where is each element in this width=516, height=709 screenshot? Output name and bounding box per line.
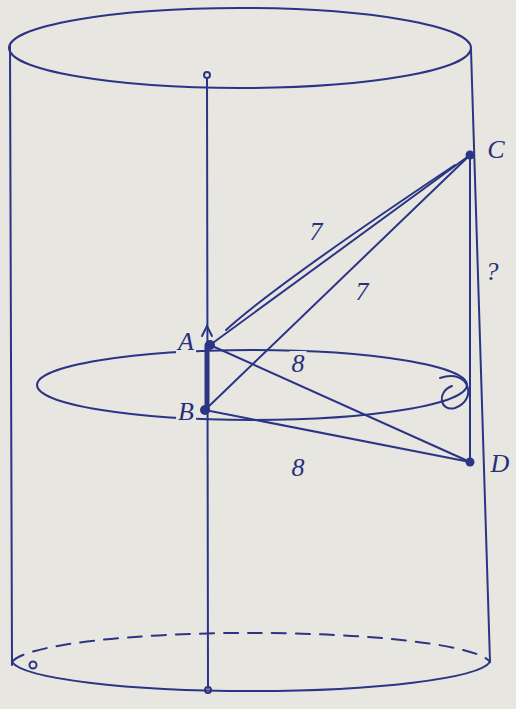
- segment-cb: [205, 155, 470, 410]
- point-d: [466, 458, 475, 467]
- point-b: [200, 405, 210, 415]
- point-label: A: [176, 329, 196, 355]
- axis-segment-ab: [205, 345, 210, 410]
- left-side: [10, 45, 12, 665]
- axis-line: [207, 78, 208, 688]
- segment-cd: [469, 155, 471, 462]
- segment-bd: [205, 410, 470, 462]
- segment-ad: [210, 345, 470, 462]
- scribble-loop: [440, 376, 468, 408]
- length-label: 8: [290, 455, 307, 481]
- unknown-label: ?: [484, 259, 501, 285]
- top-ellipse: [9, 8, 471, 88]
- brace-seven: [226, 165, 455, 330]
- axis-top-point: [204, 72, 210, 78]
- point-label: D: [489, 451, 512, 477]
- point-label: B: [176, 399, 196, 425]
- point-a: [205, 340, 215, 350]
- point-c: [466, 151, 475, 160]
- axis-bottom-point: [205, 687, 211, 693]
- length-label: 8: [290, 351, 307, 377]
- segment-ca: [210, 155, 470, 345]
- length-label: 7: [354, 279, 371, 305]
- axis-arrow: [202, 326, 212, 336]
- point-label: C: [485, 137, 506, 163]
- rim-point: [30, 662, 37, 669]
- middle-ellipse: [37, 350, 467, 420]
- bottom-back-arc: [12, 633, 490, 662]
- bottom-front-arc: [12, 662, 490, 691]
- length-label: 7: [308, 219, 325, 245]
